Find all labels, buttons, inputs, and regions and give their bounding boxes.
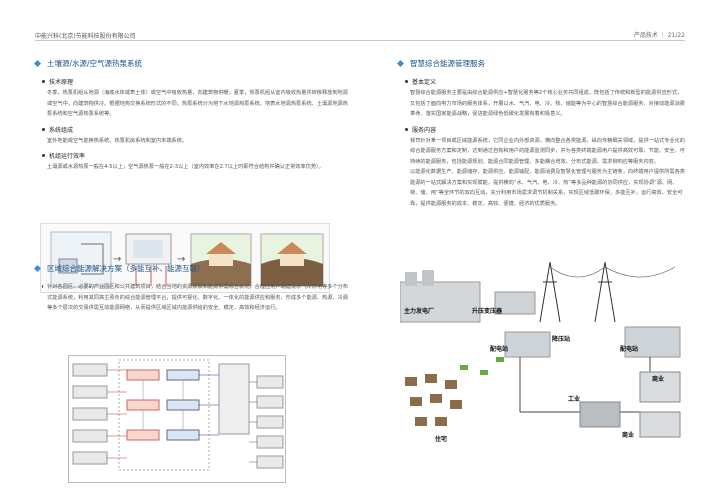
paragraph-principle: 冬季，热泵机组从地源（海底水体或表土体）或空气中吸收热量，向建筑物供暖；夏季，热… [47, 90, 348, 117]
section-label: 产品技术 [633, 32, 658, 39]
bullet-icon [42, 154, 45, 157]
diamond-bullet-icon [396, 59, 405, 68]
heat-pump-diagram-graphic [50, 231, 324, 288]
label-distribution: 配电站 [490, 346, 509, 353]
section-heat-pump: 土壤源/水源/空气源热泵系统 [33, 58, 350, 69]
paragraph-efficiency: 土壤源或水源热泵一般在4-5以上；空气源热泵一般在2-3以上（室内效率在2.7以… [47, 164, 324, 170]
subsection-principle: 技术原理 [42, 77, 350, 86]
company-name: 中能兴科(北京)节能科技股份有限公司 [35, 33, 136, 40]
bullet-icon [42, 285, 44, 288]
label-power-plant: 主力发电厂 [404, 308, 435, 315]
subsection-services: 服务内容 [405, 125, 686, 134]
section-regional-energy: 区域综合能源解决方案（多能互补、能源互联） [33, 263, 350, 274]
paragraph-services-detail: 以能源化数据生产、能源储存、能源供应、能源输配、能源消费及智慧化管理与服务为主链… [410, 169, 685, 207]
header-divider [35, 40, 685, 41]
section-title: 智慧综合能源管理服务 [410, 59, 485, 68]
label-substation: 升压变压器 [472, 308, 503, 315]
label-commerce: 商业 [652, 376, 665, 383]
subsection-label: 技术原理 [49, 79, 74, 86]
diamond-bullet-icon [33, 59, 42, 68]
paragraph-composition: 室外地能或空气能换热系统、热泵机房系统和室内末端系统。 [47, 137, 188, 144]
label-step-down: 降压站 [552, 336, 571, 343]
regional-energy-block-diagram [68, 355, 286, 483]
bullet-icon [405, 80, 408, 83]
bullet-icon [42, 80, 45, 83]
power-grid-illustration: 主力发电厂 升压变压器 降压站 配电站 配电站 商业 工业 住宅 商业 [399, 261, 690, 452]
section-title: 区域综合能源解决方案（多能互补、能源互联） [47, 264, 205, 273]
label-residential: 住宅 [435, 436, 448, 443]
arrow-right-icon: → [113, 254, 122, 265]
section-title: 土壤源/水源/空气源热泵系统 [47, 59, 143, 68]
regional-solution-section: 区域综合能源解决方案（多能互补、能源互联） 针对各园区、必要的产业园区和公共建筑… [33, 263, 350, 316]
power-grid-graphic [399, 261, 681, 438]
right-column: 智慧综合能源管理服务 基本定义 智慧综合能源服务主要是由综合能源供应+智慧化服务… [396, 58, 686, 209]
block-diagram-graphic [72, 359, 284, 471]
arrow-right-icon: → [177, 254, 186, 265]
page-indicator: 产品技术 | 21/22 [629, 30, 685, 39]
subsection-label: 机组运行效率 [49, 153, 86, 160]
subsection-label: 基本定义 [412, 79, 437, 86]
subsection-efficiency: 机组运行效率 [42, 151, 350, 160]
regional-bullet: 针对各园区、必要的产业园区和公共建筑项目，结合当地的资源禀赋和能源供需综合状况，… [42, 282, 350, 314]
paragraph-regional: 针对各园区、必要的产业园区和公共建筑项目，结合当地的资源禀赋和能源供需综合状况，… [47, 284, 348, 311]
separator: | [661, 32, 664, 39]
label-commerce: 商业 [622, 432, 635, 439]
subsection-definition: 基本定义 [405, 77, 686, 86]
label-distribution: 配电站 [620, 346, 639, 353]
page-number: 21/22 [667, 32, 685, 39]
label-industry: 工业 [568, 396, 581, 403]
subsection-label: 服务内容 [412, 126, 437, 134]
bullet-icon [405, 127, 408, 131]
subsection-label: 系统组成 [49, 126, 74, 134]
paragraph-services: 我司针对某一项目或区域能源系统，它同企业内外部资源，横向整合各类能源、纵向专精细… [410, 137, 685, 165]
page-header: 中能兴科(北京)节能科技股份有限公司 产品技术 | 21/22 [0, 0, 720, 41]
diamond-bullet-icon [33, 264, 42, 273]
paragraph-definition: 智慧综合能源服务主要是由综合能源供应+智慧化服务等2个核心业务共同组成，既包括了… [410, 90, 685, 117]
bullet-icon [42, 127, 45, 131]
section-smart-energy: 智慧综合能源管理服务 [396, 58, 686, 69]
subsection-composition: 系统组成 [42, 125, 350, 134]
heat-pump-illustration: → → [40, 223, 330, 293]
left-column: 土壤源/水源/空气源热泵系统 技术原理 冬季，热泵机组从地源（海底水体或表土体）… [33, 58, 350, 173]
